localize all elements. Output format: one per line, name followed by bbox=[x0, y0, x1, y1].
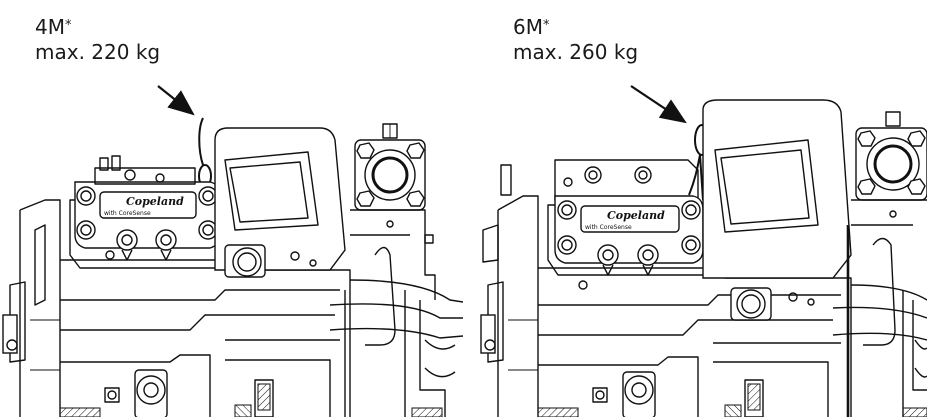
upper-bank bbox=[554, 159, 699, 201]
main-body bbox=[537, 267, 852, 417]
model-label: 6M* bbox=[513, 15, 550, 39]
figure-6m: 6M* max. 260 kg bbox=[463, 0, 927, 417]
model-label: 4M* bbox=[35, 15, 72, 39]
badge-sub: with CoreSense bbox=[585, 224, 632, 231]
right-body bbox=[832, 237, 927, 417]
badge-brand: Copeland bbox=[126, 195, 184, 208]
mass-label: max. 220 kg bbox=[35, 40, 161, 64]
lifting-eye-icon bbox=[198, 117, 212, 188]
cylinder-head: Copeland with CoreSense bbox=[69, 155, 221, 269]
compressor-4m-drawing: Copeland with CoreSense bbox=[2, 85, 463, 417]
cylinder-head: Copeland with CoreSense bbox=[547, 195, 709, 290]
right-body bbox=[329, 246, 463, 417]
left-housing bbox=[480, 164, 539, 417]
suction-flange bbox=[350, 123, 436, 300]
main-body bbox=[59, 259, 351, 417]
suction-flange bbox=[846, 111, 927, 417]
compressor-6m-drawing: Copeland with CoreSense bbox=[480, 85, 927, 417]
left-housing bbox=[2, 199, 61, 417]
badge-sub: with CoreSense bbox=[104, 210, 151, 217]
terminal-box bbox=[214, 127, 346, 278]
arrow-icon bbox=[157, 85, 195, 116]
badge-brand: Copeland bbox=[607, 209, 665, 222]
arrow-icon bbox=[630, 85, 687, 124]
terminal-box bbox=[702, 99, 852, 321]
figure-4m: 4M* max. 220 kg bbox=[0, 0, 463, 417]
mass-label: max. 260 kg bbox=[513, 40, 639, 64]
